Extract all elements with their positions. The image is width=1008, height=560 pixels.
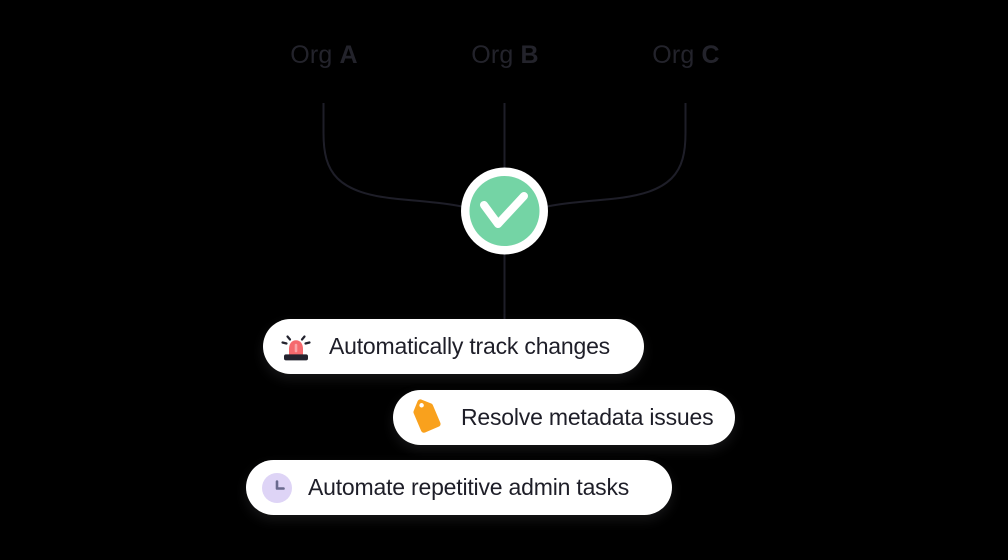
connector-org-a [322,103,465,208]
connector-org-c [544,103,687,208]
feature-label: Automate repetitive admin tasks [308,474,630,500]
org-a-prefix: Org [290,41,333,69]
feature-pill-track-changes: Automatically track changes [263,319,644,374]
merge-node [461,167,548,255]
feature-pill-metadata: Resolve metadata issues [393,390,735,445]
check-icon [480,192,528,228]
org-b-prefix: Org [471,41,514,69]
clock-icon [262,472,292,503]
siren-icon [281,334,311,360]
feature-label: Automatically track changes [329,333,610,359]
org-b-letter: B [520,41,539,69]
merge-node-circle [469,176,540,246]
org-a-letter: A [339,41,358,69]
tag-icon [413,398,441,433]
org-c-prefix: Org [652,41,695,69]
feature-pill-admin-tasks: Automate repetitive admin tasks [246,460,672,515]
org-c-letter: C [701,41,720,69]
feature-label: Resolve metadata issues [461,404,714,430]
